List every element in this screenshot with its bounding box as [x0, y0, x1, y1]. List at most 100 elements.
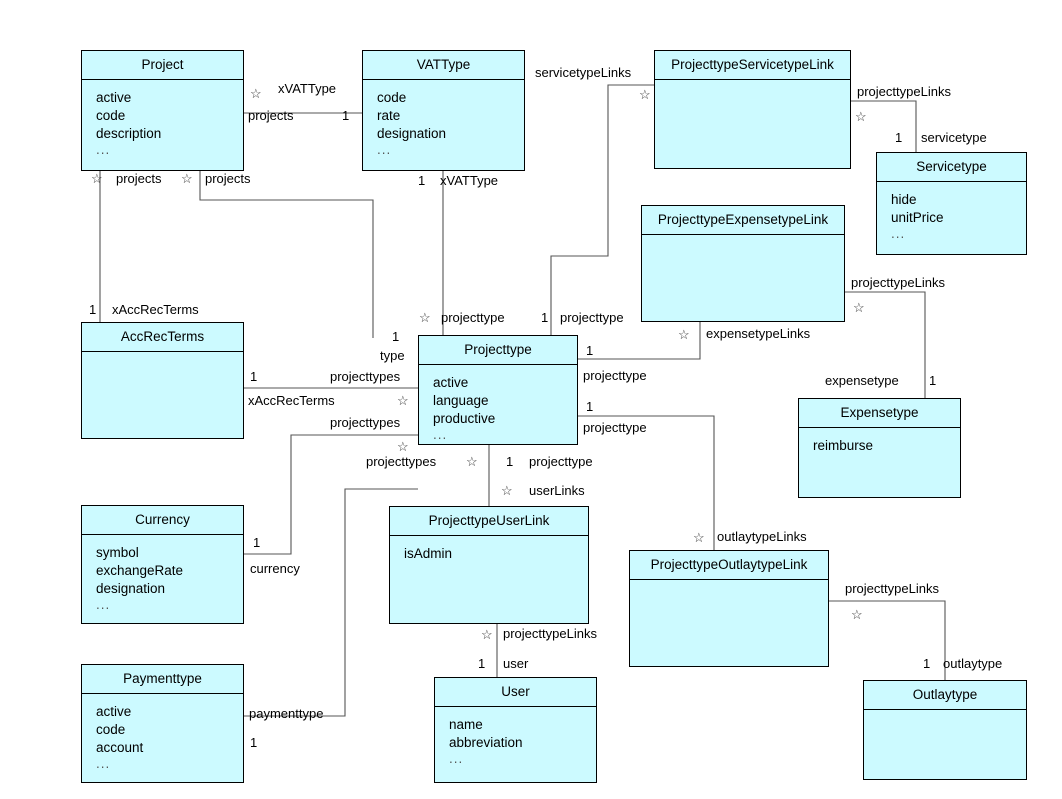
class-box-projecttypeservicetypelink[interactable]: ProjecttypeServicetypeLink [654, 50, 851, 169]
attribute: language [433, 392, 489, 408]
role-projects-b: projects [205, 171, 251, 186]
multiplicity-outlaytypelinks-many: ☆ [693, 530, 705, 545]
class-attributes-expensetype: reimburse [799, 428, 960, 459]
role-projecttypes-c: projecttypes [366, 454, 437, 469]
class-name-accrecterms: AccRecTerms [82, 323, 243, 352]
attribute: active [96, 703, 132, 719]
multiplicity-projecttypes-b-many: ☆ [397, 439, 409, 454]
attribute: ... [449, 750, 464, 766]
multiplicity-project-vattype-many: ☆ [250, 86, 262, 101]
role-projects-vattype: projects [248, 108, 294, 123]
attribute: rate [377, 107, 401, 123]
multiplicity-projecttypelinks-servicetype-many: ☆ [855, 109, 867, 124]
class-name-project: Project [82, 51, 243, 80]
class-attributes-projecttype: active language productive ... [419, 365, 577, 446]
multiplicity-userlinks-many: ☆ [501, 483, 513, 498]
role-projecttype-vattype: projecttype [441, 310, 505, 325]
attribute: unitPrice [891, 209, 944, 225]
role-expensetypelinks: expensetypeLinks [706, 326, 811, 341]
attribute: account [96, 739, 144, 755]
class-box-outlaytype[interactable]: Outlaytype [863, 680, 1027, 780]
class-box-user[interactable]: User name abbreviation ... [434, 677, 597, 783]
multiplicity-projecttypes-a-many: ☆ [397, 393, 409, 408]
class-attributes-project: active code description ... [82, 80, 243, 161]
attribute: description [96, 125, 162, 141]
class-box-accrecterms[interactable]: AccRecTerms [81, 322, 244, 439]
attribute: reimburse [813, 437, 874, 453]
class-box-currency[interactable]: Currency symbol exchangeRate designation… [81, 505, 244, 624]
attribute: code [96, 721, 126, 737]
class-attributes-outlaytype [864, 710, 1026, 723]
role-projecttypes-a: projecttypes [330, 369, 401, 384]
class-attributes-accrecterms [82, 352, 243, 365]
role-currency: currency [250, 561, 300, 576]
role-projecttype-expensetypelink: projecttype [560, 310, 624, 325]
class-name-user: User [435, 678, 596, 707]
attribute: ... [96, 596, 111, 612]
attribute: productive [433, 410, 496, 426]
multiplicity-type-one: 1 [392, 329, 400, 344]
class-attributes-projecttypeuserlink: isAdmin [390, 536, 588, 567]
class-name-projecttypeexpensetypelink: ProjecttypeExpensetypeLink [642, 206, 844, 235]
attribute: ... [96, 141, 111, 157]
attribute: active [433, 374, 469, 390]
class-name-servicetype: Servicetype [877, 153, 1026, 182]
role-projecttype-right-2: projecttype [583, 420, 647, 435]
class-box-vattype[interactable]: VATType code rate designation ... [362, 50, 525, 171]
multiplicity-projecttypelinks-outlaytype-many: ☆ [851, 607, 863, 622]
multiplicity-accrecterms-side-one: 1 [250, 369, 258, 384]
class-name-projecttypeuserlink: ProjecttypeUserLink [390, 507, 588, 536]
attribute: name [449, 716, 483, 732]
class-box-paymenttype[interactable]: Paymenttype active code account ... [81, 664, 244, 783]
multiplicity-expensetypelinks-many: ☆ [678, 327, 690, 342]
class-attributes-vattype: code rate designation ... [363, 80, 524, 161]
role-outlaytypelinks: outlaytypeLinks [717, 529, 807, 544]
class-name-expensetype: Expensetype [799, 399, 960, 428]
class-attributes-servicetype: hide unitPrice ... [877, 182, 1026, 245]
multiplicity-projecttype-vat-many: ☆ [419, 310, 431, 325]
role-outlaytype: outlaytype [943, 656, 1003, 671]
role-projects-a: projects [116, 171, 162, 186]
multiplicity-paymenttype-one: 1 [250, 735, 258, 750]
attribute: code [377, 89, 407, 105]
attribute: symbol [96, 544, 139, 560]
multiplicity-projecttype-exp-one: 1 [541, 310, 549, 325]
attribute: code [96, 107, 126, 123]
class-name-projecttypeservicetypelink: ProjecttypeServicetypeLink [655, 51, 850, 80]
multiplicity-ptul-many: ☆ [466, 454, 478, 469]
class-box-servicetype[interactable]: Servicetype hide unitPrice ... [876, 152, 1027, 255]
multiplicity-projecttype-right-1-one: 1 [586, 343, 594, 358]
multiplicity-projecttypelinks-user-many: ☆ [481, 627, 493, 642]
class-box-projecttypeexpensetypelink[interactable]: ProjecttypeExpensetypeLink [641, 205, 845, 322]
role-projecttypelinks-user: projecttypeLinks [503, 626, 597, 641]
class-name-outlaytype: Outlaytype [864, 681, 1026, 710]
class-box-expensetype[interactable]: Expensetype reimburse [798, 398, 961, 498]
attribute: isAdmin [404, 545, 453, 561]
role-xvattype-top: xVATType [278, 81, 337, 96]
multiplicity-servicetype-one: 1 [895, 130, 903, 145]
multiplicity-currency-one: 1 [253, 535, 261, 550]
multiplicity-projects-a-many: ☆ [91, 171, 103, 186]
role-expensetype: expensetype [825, 373, 899, 388]
class-name-currency: Currency [82, 506, 243, 535]
multiplicity-projecttype-right-2-one: 1 [586, 399, 594, 414]
class-attributes-paymenttype: active code account ... [82, 694, 243, 775]
role-projecttype-userlink: projecttype [529, 454, 593, 469]
role-paymenttype: paymenttype [249, 706, 324, 721]
class-box-project[interactable]: Project active code description ... [81, 50, 244, 171]
role-projecttype-right-1: projecttype [583, 368, 647, 383]
multiplicity-outlaytype-one: 1 [923, 656, 931, 671]
multiplicity-servicetypelinks-many: ☆ [639, 87, 651, 102]
attribute: hide [891, 191, 917, 207]
attribute: active [96, 89, 132, 105]
role-user: user [503, 656, 529, 671]
attribute: ... [891, 225, 906, 241]
role-servicetype: servicetype [921, 130, 987, 145]
multiplicity-ptul-one: 1 [506, 454, 514, 469]
class-attributes-projecttypeoutlaytypelink [630, 580, 828, 593]
class-box-projecttype[interactable]: Projecttype active language productive .… [418, 335, 578, 445]
attribute: designation [96, 580, 166, 596]
class-box-projecttypeoutlaytypelink[interactable]: ProjecttypeOutlaytypeLink [629, 550, 829, 667]
class-box-projecttypeuserlink[interactable]: ProjecttypeUserLink isAdmin [389, 506, 589, 624]
class-name-vattype: VATType [363, 51, 524, 80]
